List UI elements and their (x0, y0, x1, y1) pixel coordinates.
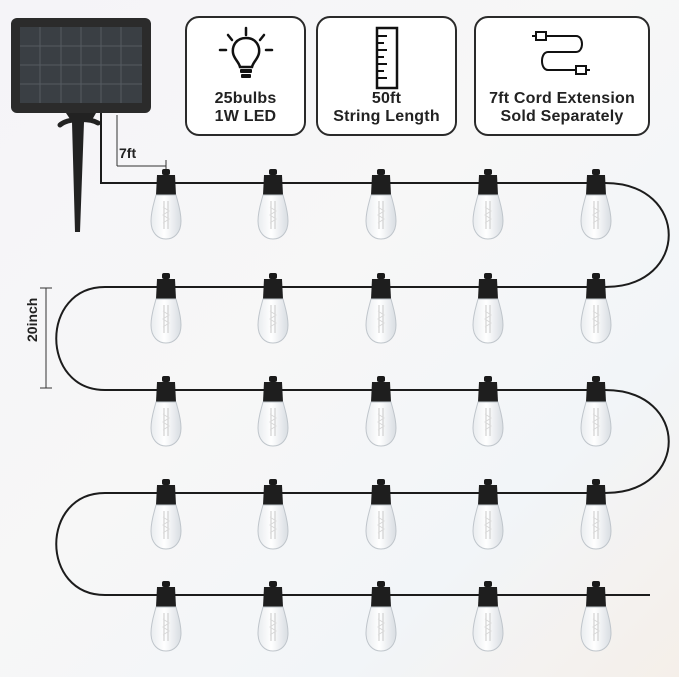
bulb (472, 580, 504, 652)
row-spacing-bracket (40, 287, 52, 389)
bulb (472, 478, 504, 550)
lead-length-label: 7ft (119, 145, 137, 161)
bulb (580, 478, 612, 550)
ruler-icon (375, 26, 398, 90)
feature-line-1: 25bulbs (214, 90, 277, 107)
bulb (150, 375, 182, 447)
bulb (365, 168, 397, 240)
bulb (472, 375, 504, 447)
bulb (580, 375, 612, 447)
bulb (257, 168, 289, 240)
cord-icon (532, 31, 590, 75)
feature-card-extension: 7ft Cord Extension Sold Separately (474, 16, 650, 136)
bulb (150, 272, 182, 344)
bulb (580, 580, 612, 652)
feature-card-bulbs: 25bulbs 1W LED (185, 16, 306, 136)
bulb (580, 168, 612, 240)
feature-line-2: 1W LED (214, 108, 277, 125)
bulb (580, 272, 612, 344)
bulb (472, 168, 504, 240)
bulb (257, 478, 289, 550)
feature-line-1: 50ft (371, 90, 402, 107)
feature-card-length: 50ft String Length (316, 16, 457, 136)
solar-panel (11, 18, 151, 113)
ground-stake (57, 113, 101, 232)
bulb (257, 272, 289, 344)
bulb (257, 580, 289, 652)
feature-line-2: Sold Separately (500, 108, 624, 125)
bulb (257, 375, 289, 447)
feature-line-1: 7ft Cord Extension (489, 90, 635, 107)
bulb (150, 478, 182, 550)
bulb (150, 580, 182, 652)
bulb (472, 272, 504, 344)
bulb (150, 168, 182, 240)
bulb-icon (218, 26, 273, 78)
lead-dimension-bracket (116, 115, 167, 172)
light-cord (55, 113, 670, 596)
row-spacing-label: 20inch (24, 297, 40, 342)
bulb (365, 375, 397, 447)
bulb-grid (150, 168, 612, 652)
bulb (365, 272, 397, 344)
bulb (365, 478, 397, 550)
bulb (365, 580, 397, 652)
feature-line-2: String Length (333, 108, 440, 125)
